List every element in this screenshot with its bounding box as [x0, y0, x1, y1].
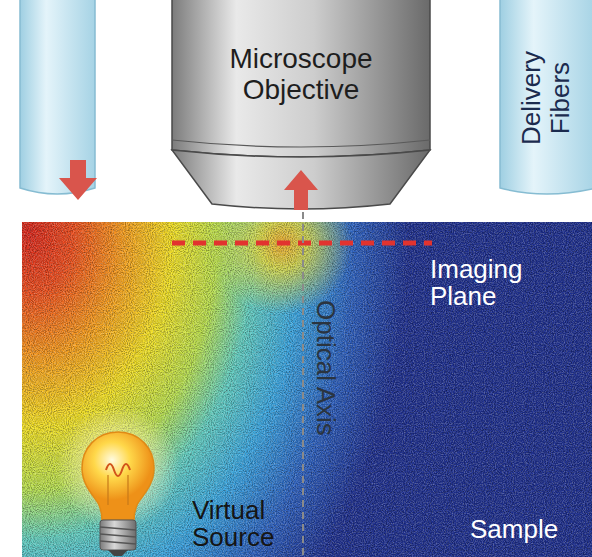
axis-label: Optical Axis — [312, 300, 339, 436]
objective-cone — [172, 150, 430, 209]
text-holder: Delivery Fibers — [498, 0, 592, 195]
light-arrow-down — [59, 160, 97, 200]
node-text: Delivery Fibers — [517, 39, 574, 157]
delivery-fiber-box: Delivery Fibers — [498, 0, 592, 195]
noise-speckle — [22, 222, 592, 557]
noise-speckle — [22, 222, 592, 557]
objective-barrel — [172, 0, 430, 157]
heat-map — [22, 222, 592, 557]
fiber-body — [500, 0, 592, 194]
bulb-base — [100, 520, 136, 550]
bulb-filament — [106, 464, 130, 476]
light-arrow-up — [284, 170, 318, 210]
bulb-thread — [100, 527, 136, 544]
plane-label: Imaging Plane — [430, 256, 562, 311]
optical-axis-line — [302, 212, 304, 557]
node-text: Microscope Objective — [196, 44, 406, 106]
filament-wire — [108, 475, 128, 505]
sample-ground — [22, 222, 592, 557]
bulb-tip — [108, 550, 128, 556]
microscope-objective: Microscope Objective — [170, 0, 432, 212]
delivery-fiber — [20, 0, 97, 200]
bulb-glow — [56, 406, 180, 530]
light-bulb — [56, 406, 180, 556]
source-label: Virtual Source — [192, 497, 310, 552]
microscope-objective-outline — [170, 0, 432, 212]
objective-ridge — [172, 140, 430, 147]
intensity-field — [22, 222, 592, 557]
bulb-glass — [82, 432, 154, 520]
intensity-spot — [22, 222, 592, 557]
text-holder: Microscope Objective — [170, 0, 432, 150]
sample-label: Sample — [470, 516, 558, 543]
